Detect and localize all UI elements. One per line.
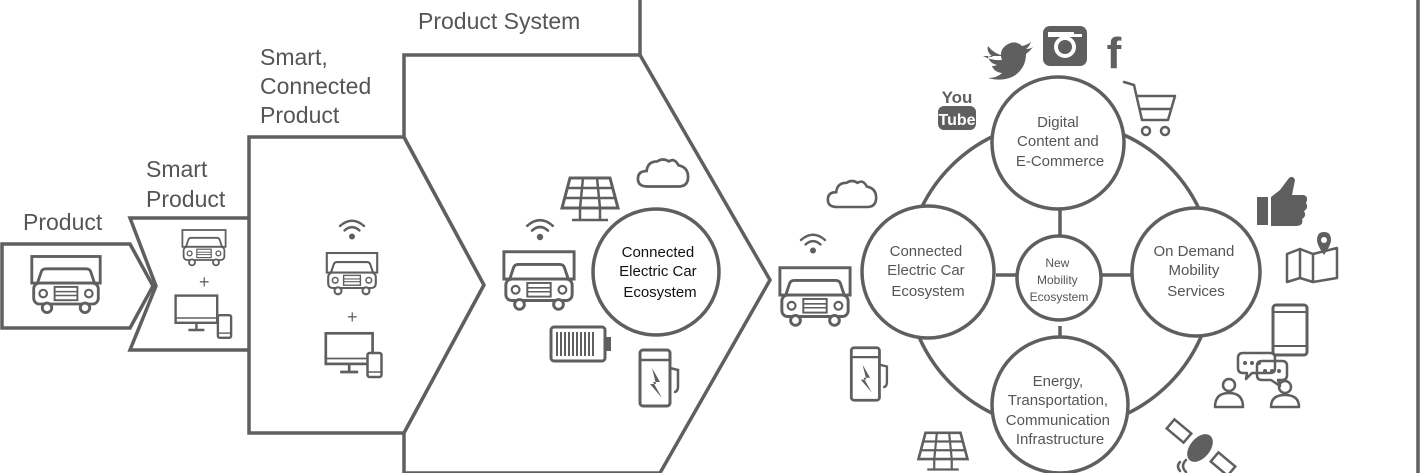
ecosystem-circle-label: Connected Electric Car Ecosystem (619, 244, 701, 301)
stage-system-of-systems: Digital Content and E-Commerce Connected… (778, 0, 1420, 473)
tablet-icon (1271, 303, 1309, 357)
svg-text:Tube: Tube (938, 112, 975, 129)
stage-product: Product (0, 209, 155, 330)
connected-car-circle (860, 204, 996, 340)
plus-sign: + (199, 272, 210, 292)
plus-sign: + (347, 307, 358, 327)
shopping-cart-icon (1122, 80, 1177, 137)
car-icon (778, 266, 852, 327)
svg-text:f: f (1107, 29, 1122, 78)
on-demand-label: On Demand Mobility Services (1153, 243, 1238, 300)
new-mobility-label: New Mobility Ecosystem (1030, 256, 1089, 304)
stage-product-system: Product System Connected Electric Car Ec… (402, 0, 773, 473)
wifi-icon (799, 233, 827, 255)
charging-station-icon (849, 346, 889, 402)
cloud-icon (826, 179, 878, 209)
stage-smart-product-label: Smart Product (146, 156, 226, 212)
phone-icon (216, 313, 233, 340)
instagram-icon (1043, 26, 1087, 66)
chat-users-icon (1213, 351, 1301, 409)
phone-icon (366, 351, 383, 379)
digital-content-circle (990, 75, 1126, 211)
satellite-icon (1164, 417, 1238, 473)
battery-icon (549, 325, 611, 363)
stage-smart-connected-product-label: Smart, Connected Product (260, 44, 378, 128)
infrastructure-label: Energy, Transportation, Communication In… (1006, 373, 1114, 448)
stage-product-system-label: Product System (418, 8, 580, 34)
youtube-icon: You Tube (938, 88, 976, 130)
on-demand-circle (1130, 206, 1262, 338)
facebook-icon: f (1107, 29, 1122, 78)
svg-text:You: You (942, 88, 973, 107)
ecosystem-circle (591, 207, 721, 337)
thumbs-up-icon (1257, 176, 1308, 226)
infrastructure-circle (990, 335, 1130, 473)
stage-product-label: Product (23, 209, 103, 235)
connected-car-label: Connected Electric Car Ecosystem (887, 243, 969, 300)
new-mobility-circle (1015, 234, 1103, 322)
map-icon (1285, 232, 1339, 284)
digital-content-label: Digital Content and E-Commerce (1016, 114, 1104, 170)
twitter-icon (983, 42, 1033, 80)
solar-panel-icon (917, 431, 969, 471)
